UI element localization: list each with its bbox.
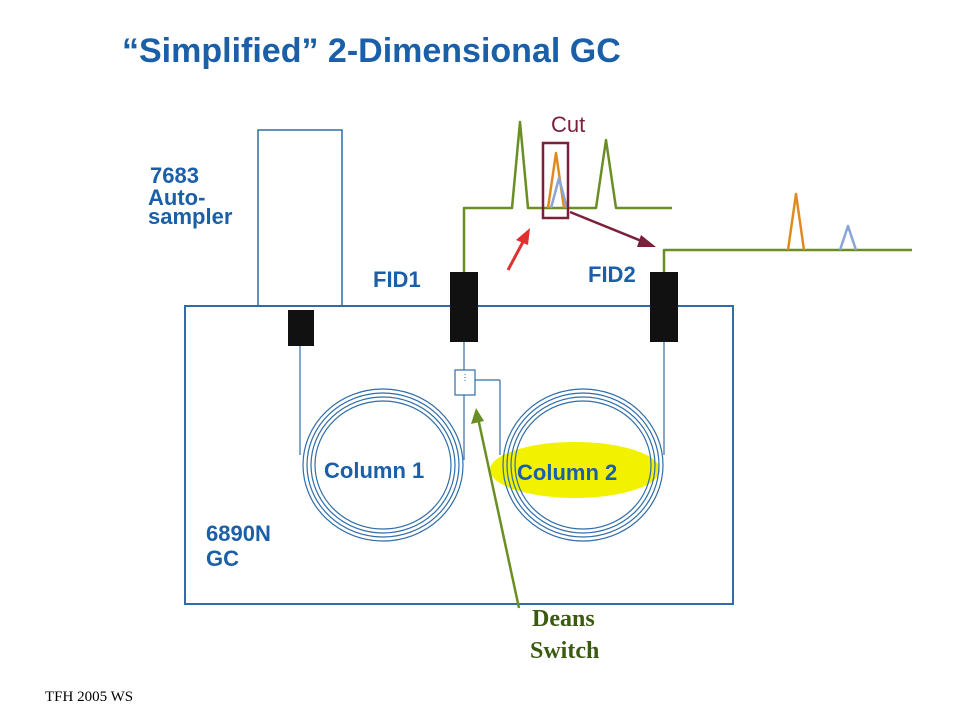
column1-label: Column 1 [324,458,424,483]
fid1-label: FID1 [373,267,421,292]
injector-block [288,310,314,346]
column-tubing [299,342,665,460]
gc-label-line2: GC [206,546,239,571]
diagram-title: “Simplified” 2-Dimensional GC [122,32,621,70]
deans-switch-label-line2: Switch [530,638,599,664]
transfer-arrow-line [569,210,645,244]
column2-coil [502,388,664,542]
footer-credit: TFH 2005 WS [45,689,133,705]
column2-label: Column 2 [517,460,617,485]
transfer-arrow-head [637,235,656,247]
autosampler-label-line2: Auto- [148,185,205,210]
fid2-label: FID2 [588,262,636,287]
cut-box [541,141,570,220]
gc-label-line1: 6890N [206,521,271,546]
autosampler-label-line3: sampler [148,204,233,229]
fid1-chromatogram [462,120,672,272]
deans-switch-box [454,369,476,396]
fid2-block [650,272,678,342]
fid1-block [450,272,478,342]
fid2-chromatogram [662,192,912,272]
deans-switch-pointer-arrowhead [471,408,484,424]
deans-switch-label-line1: Deans [532,606,595,632]
deans-switch-pointer-line [476,417,521,609]
autosampler-label-line1: 7683 [150,163,199,188]
red-pointer-line [506,239,526,271]
column2-highlight [490,442,660,498]
cut-label: Cut [551,112,585,137]
autosampler-box [257,129,343,307]
red-pointer-arrowhead [516,228,530,245]
column1-coil [302,388,464,542]
